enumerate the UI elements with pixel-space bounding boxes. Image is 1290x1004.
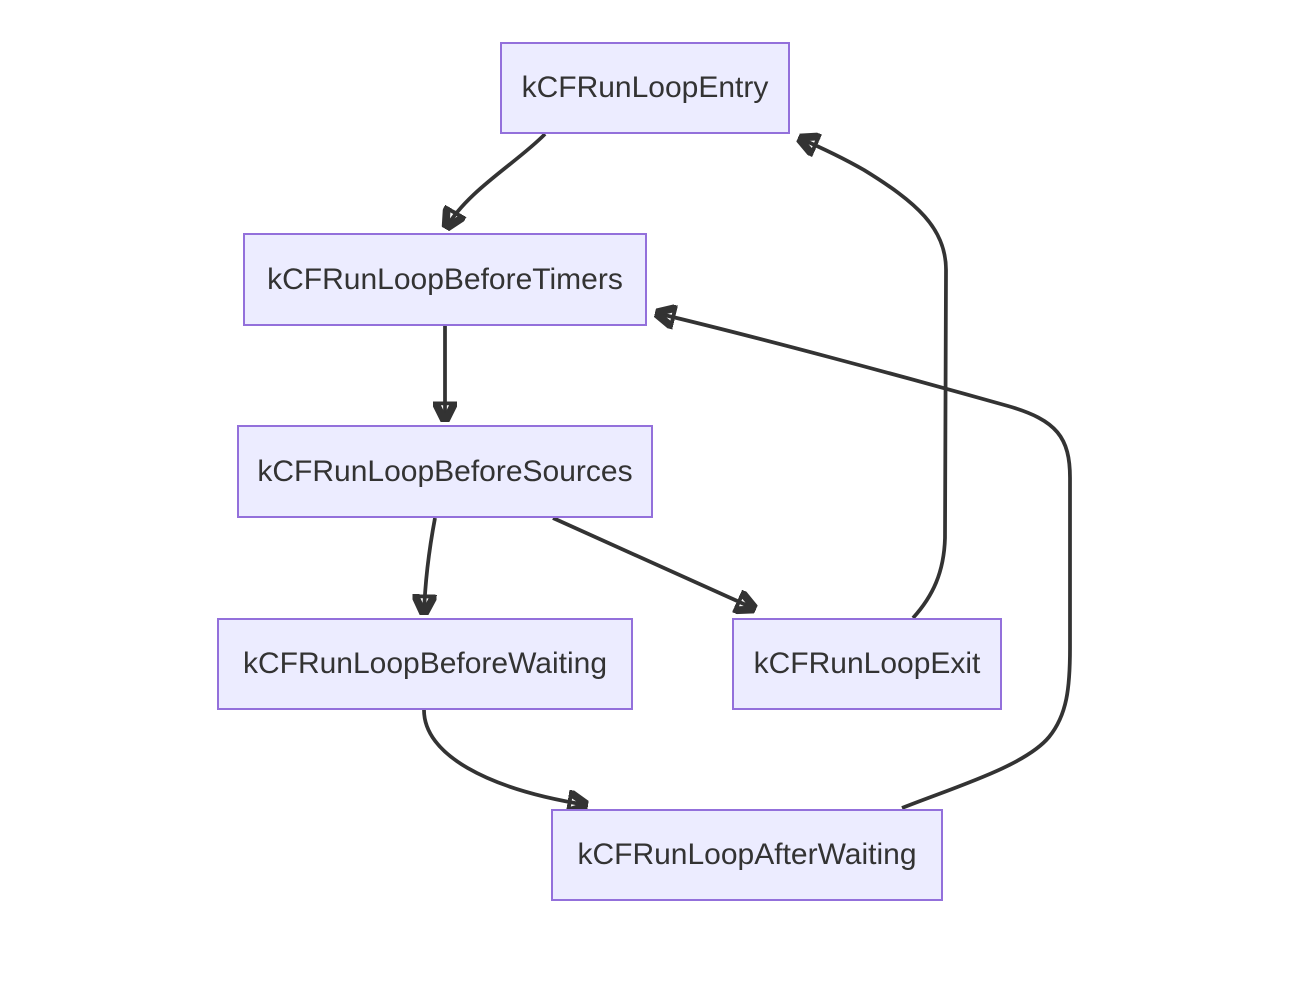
node-label: kCFRunLoopBeforeSources <box>257 454 633 488</box>
node-label: kCFRunLoopAfterWaiting <box>577 838 917 871</box>
node-kcfrunloopbeforetimers: kCFRunLoopBeforeTimers <box>243 233 647 326</box>
node-label: kCFRunLoopExit <box>753 647 981 680</box>
edge-beforesources-to-exit <box>552 516 755 609</box>
node-label: kCFRunLoopBeforeTimers <box>267 262 623 296</box>
node-kcfrunloopbeforewaiting: kCFRunLoopBeforeWaiting <box>217 618 633 710</box>
node-label: kCFRunLoopBeforeWaiting <box>242 647 608 680</box>
node-kcfrunloopafterwaiting: kCFRunLoopAfterWaiting <box>551 809 943 901</box>
node-kcfrunloopbeforesources: kCFRunLoopBeforeSources <box>237 425 653 518</box>
node-kcfrunloopentry: kCFRunLoopEntry <box>500 42 790 134</box>
node-kcfrunloopexit: kCFRunLoopExit <box>732 618 1002 710</box>
node-label: kCFRunLoopEntry <box>521 71 769 104</box>
edge-beforewaiting-to-afterwaiting <box>422 709 587 805</box>
edge-entry-to-beforetimers <box>446 132 547 228</box>
edge-exit-to-entry <box>799 138 948 620</box>
edge-afterwaiting-to-beforetimers <box>656 313 1072 810</box>
edge-beforesources-to-beforewaiting <box>424 517 437 614</box>
